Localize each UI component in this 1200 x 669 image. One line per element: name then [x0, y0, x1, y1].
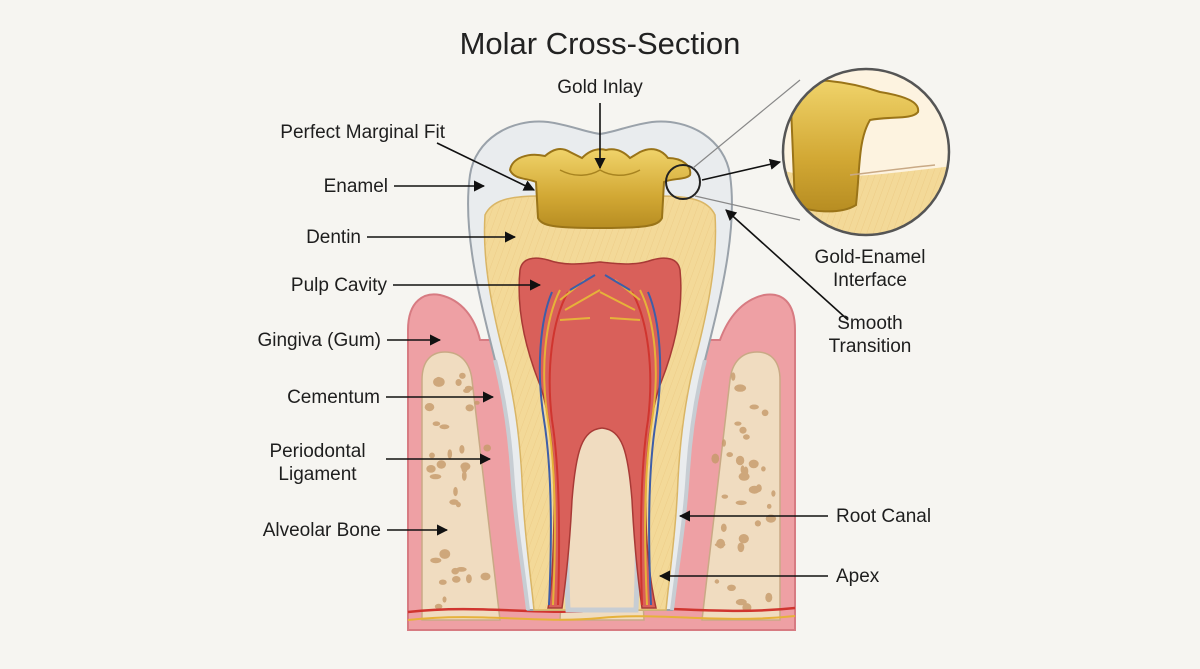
label-enamel: Enamel — [323, 176, 388, 197]
bone-pore — [463, 388, 471, 394]
bone-pore — [442, 596, 447, 603]
bone-pore — [455, 379, 462, 386]
bone-pore — [432, 421, 441, 427]
bone-pore — [436, 376, 441, 382]
bone-pore — [754, 520, 762, 527]
bone-pore — [711, 453, 720, 464]
arrow-zoom — [701, 158, 782, 181]
bone-pore — [727, 584, 736, 591]
gold-inlay — [508, 148, 692, 230]
bone-pore — [720, 523, 727, 532]
bone-pore — [449, 499, 459, 505]
bone-pore — [452, 576, 461, 583]
bone-pore — [735, 455, 745, 466]
bone-pore — [461, 470, 467, 481]
bone-pore — [424, 403, 435, 412]
arrow-smooth-transition — [725, 209, 849, 321]
bone-pore — [716, 538, 725, 549]
bone-pore — [743, 434, 750, 440]
bone-pore — [459, 372, 466, 379]
label-gold-enamel-interface: Gold-Enamel Interface — [800, 246, 940, 292]
bone-pore — [737, 542, 745, 553]
bone-pore — [738, 534, 749, 544]
label-interface-line2: Interface — [833, 270, 907, 291]
bone-pore — [466, 574, 472, 584]
label-root-canal: Root Canal — [836, 506, 932, 527]
bone-pore — [771, 490, 776, 497]
label-gingiva: Gingiva (Gum) — [257, 330, 381, 351]
bone-pore — [761, 409, 769, 417]
cementum-line — [493, 359, 530, 611]
bone-pore — [434, 603, 443, 610]
bone-pore — [731, 372, 736, 381]
bone-pore — [761, 466, 766, 472]
bone-pore — [429, 474, 442, 480]
label-pulp-cavity: Pulp Cavity — [290, 275, 387, 296]
bone-pore — [460, 462, 471, 471]
bone-pore — [438, 579, 447, 585]
bone-pore — [726, 452, 733, 458]
bone-pore — [426, 465, 436, 473]
bone-pore — [748, 459, 759, 469]
bone-pore — [480, 572, 491, 581]
bone-pore — [455, 567, 467, 572]
bone-pore — [430, 557, 442, 564]
bone-pore — [714, 579, 720, 584]
bone-pore — [465, 404, 474, 412]
bone-pore — [734, 421, 742, 426]
bone-pore — [429, 452, 435, 459]
bone-pore — [766, 503, 772, 509]
label-gold-inlay: Gold Inlay — [557, 77, 643, 98]
bone-pore — [453, 486, 458, 497]
alveolar-bone-right — [701, 351, 781, 621]
bone-pore — [439, 424, 450, 430]
bone-pore — [735, 500, 747, 506]
label-cementum: Cementum — [287, 387, 380, 408]
bone-pore — [474, 400, 480, 405]
diagram-title: Molar Cross-Section — [459, 26, 741, 61]
bone-pore — [749, 404, 759, 410]
marginal-fit-highlight — [665, 164, 701, 200]
label-alveolar-bone: Alveolar Bone — [262, 520, 381, 541]
label-smooth-line2: Transition — [828, 336, 912, 357]
bone-pore — [765, 592, 773, 603]
bone-pore — [447, 449, 453, 459]
label-periodontal-line2: Ligament — [278, 464, 357, 485]
bone-pore — [459, 445, 465, 454]
bone-pore — [738, 472, 750, 481]
bone-pore — [483, 444, 492, 452]
bone-pore — [721, 494, 729, 499]
zoom-inset — [781, 67, 951, 237]
pointer-arrows — [367, 103, 849, 582]
label-interface-line1: Gold-Enamel — [814, 247, 926, 268]
bone-pore — [436, 460, 446, 469]
label-periodontal-ligament: Periodontal Ligament — [255, 440, 380, 486]
bone-pore — [734, 384, 747, 392]
bone-pore — [735, 598, 747, 606]
bone-pore — [433, 377, 445, 387]
label-dentin: Dentin — [306, 227, 361, 248]
label-smooth-line1: Smooth — [837, 313, 903, 334]
arrow-perfect-fit — [436, 142, 536, 191]
bone-pore — [739, 426, 747, 434]
bone-pore — [756, 484, 762, 492]
label-perfect-marginal-fit: Perfect Marginal Fit — [280, 122, 445, 143]
bone-pore — [439, 549, 451, 559]
pulp-vessels — [538, 274, 662, 606]
bone-pore — [721, 439, 727, 447]
label-smooth-transition: Smooth Transition — [810, 312, 930, 358]
label-apex: Apex — [836, 566, 880, 587]
label-periodontal-line1: Periodontal — [269, 441, 366, 462]
